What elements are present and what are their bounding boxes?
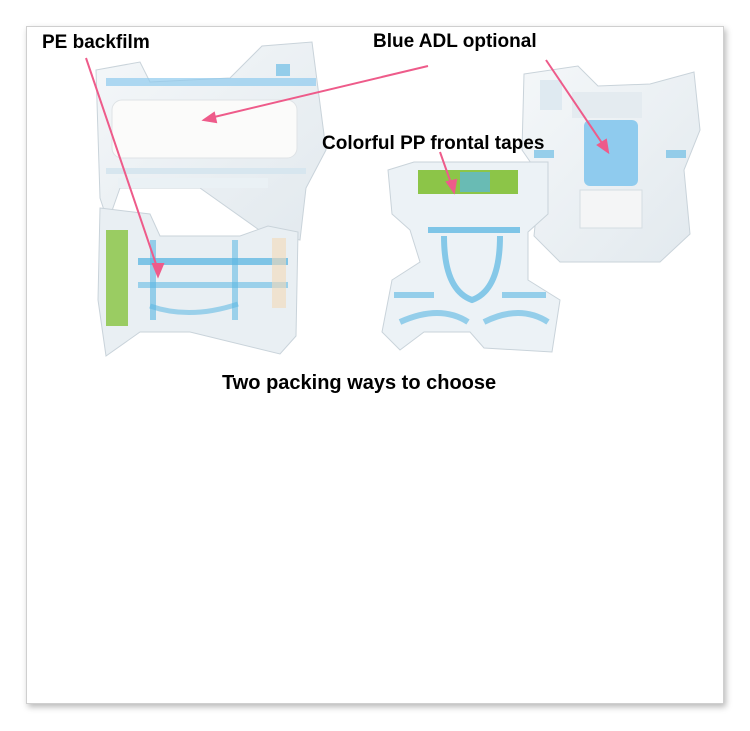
diaper-open-inside (95, 41, 327, 241)
label-packing: Two packing ways to choose (222, 372, 497, 394)
pointer-blue-adl (209, 65, 429, 119)
label-pp-tapes: Colorful PP frontal tapes (322, 133, 545, 154)
pointer-blue-adl-right (545, 59, 605, 147)
diaper-pp-tapes (381, 161, 561, 353)
diaper-blue-adl (521, 65, 701, 263)
pointer-lines (85, 57, 610, 279)
label-blue-adl: Blue ADL optional (373, 31, 537, 52)
pointer-pe-backfilm (85, 57, 159, 271)
diaper-backfilm (97, 207, 299, 357)
label-pe-backfilm: PE backfilm (42, 32, 150, 53)
